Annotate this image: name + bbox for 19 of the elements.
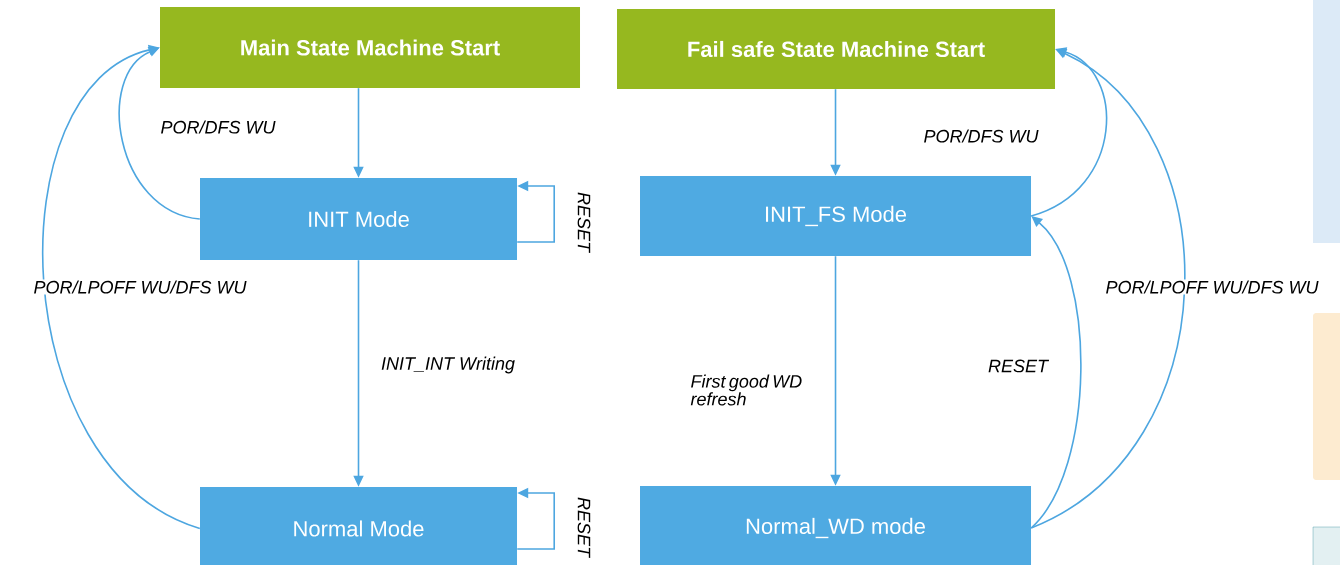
state-box: Normal_WD mode — [640, 486, 1031, 565]
edge-label: First good WD refresh — [689, 373, 807, 407]
start-box: Fail safe State Machine Start — [617, 9, 1055, 89]
state-box: Normal Mode — [200, 487, 517, 565]
edge-label: POR/DFS WU — [922, 128, 1040, 144]
state-box: INIT_FS Mode — [640, 176, 1031, 256]
edge-label: RESET — [987, 358, 1050, 374]
edge-label: POR/DFS WU — [159, 119, 277, 135]
arrow — [1030, 216, 1082, 529]
edge-label: RESET — [576, 496, 592, 559]
edge-label: POR/LPOFF WU/DFS WU — [32, 279, 248, 295]
edge-label: POR/LPOFF WU/DFS WU — [1104, 279, 1320, 295]
start-box: Main State Machine Start — [160, 7, 580, 88]
edge-label: RESET — [576, 191, 592, 254]
arrow — [118, 47, 201, 220]
state-box: INIT Mode — [200, 178, 517, 260]
arrow — [1030, 48, 1186, 529]
arrow — [42, 44, 201, 530]
edge-label: INIT_INT Writing — [380, 355, 516, 375]
